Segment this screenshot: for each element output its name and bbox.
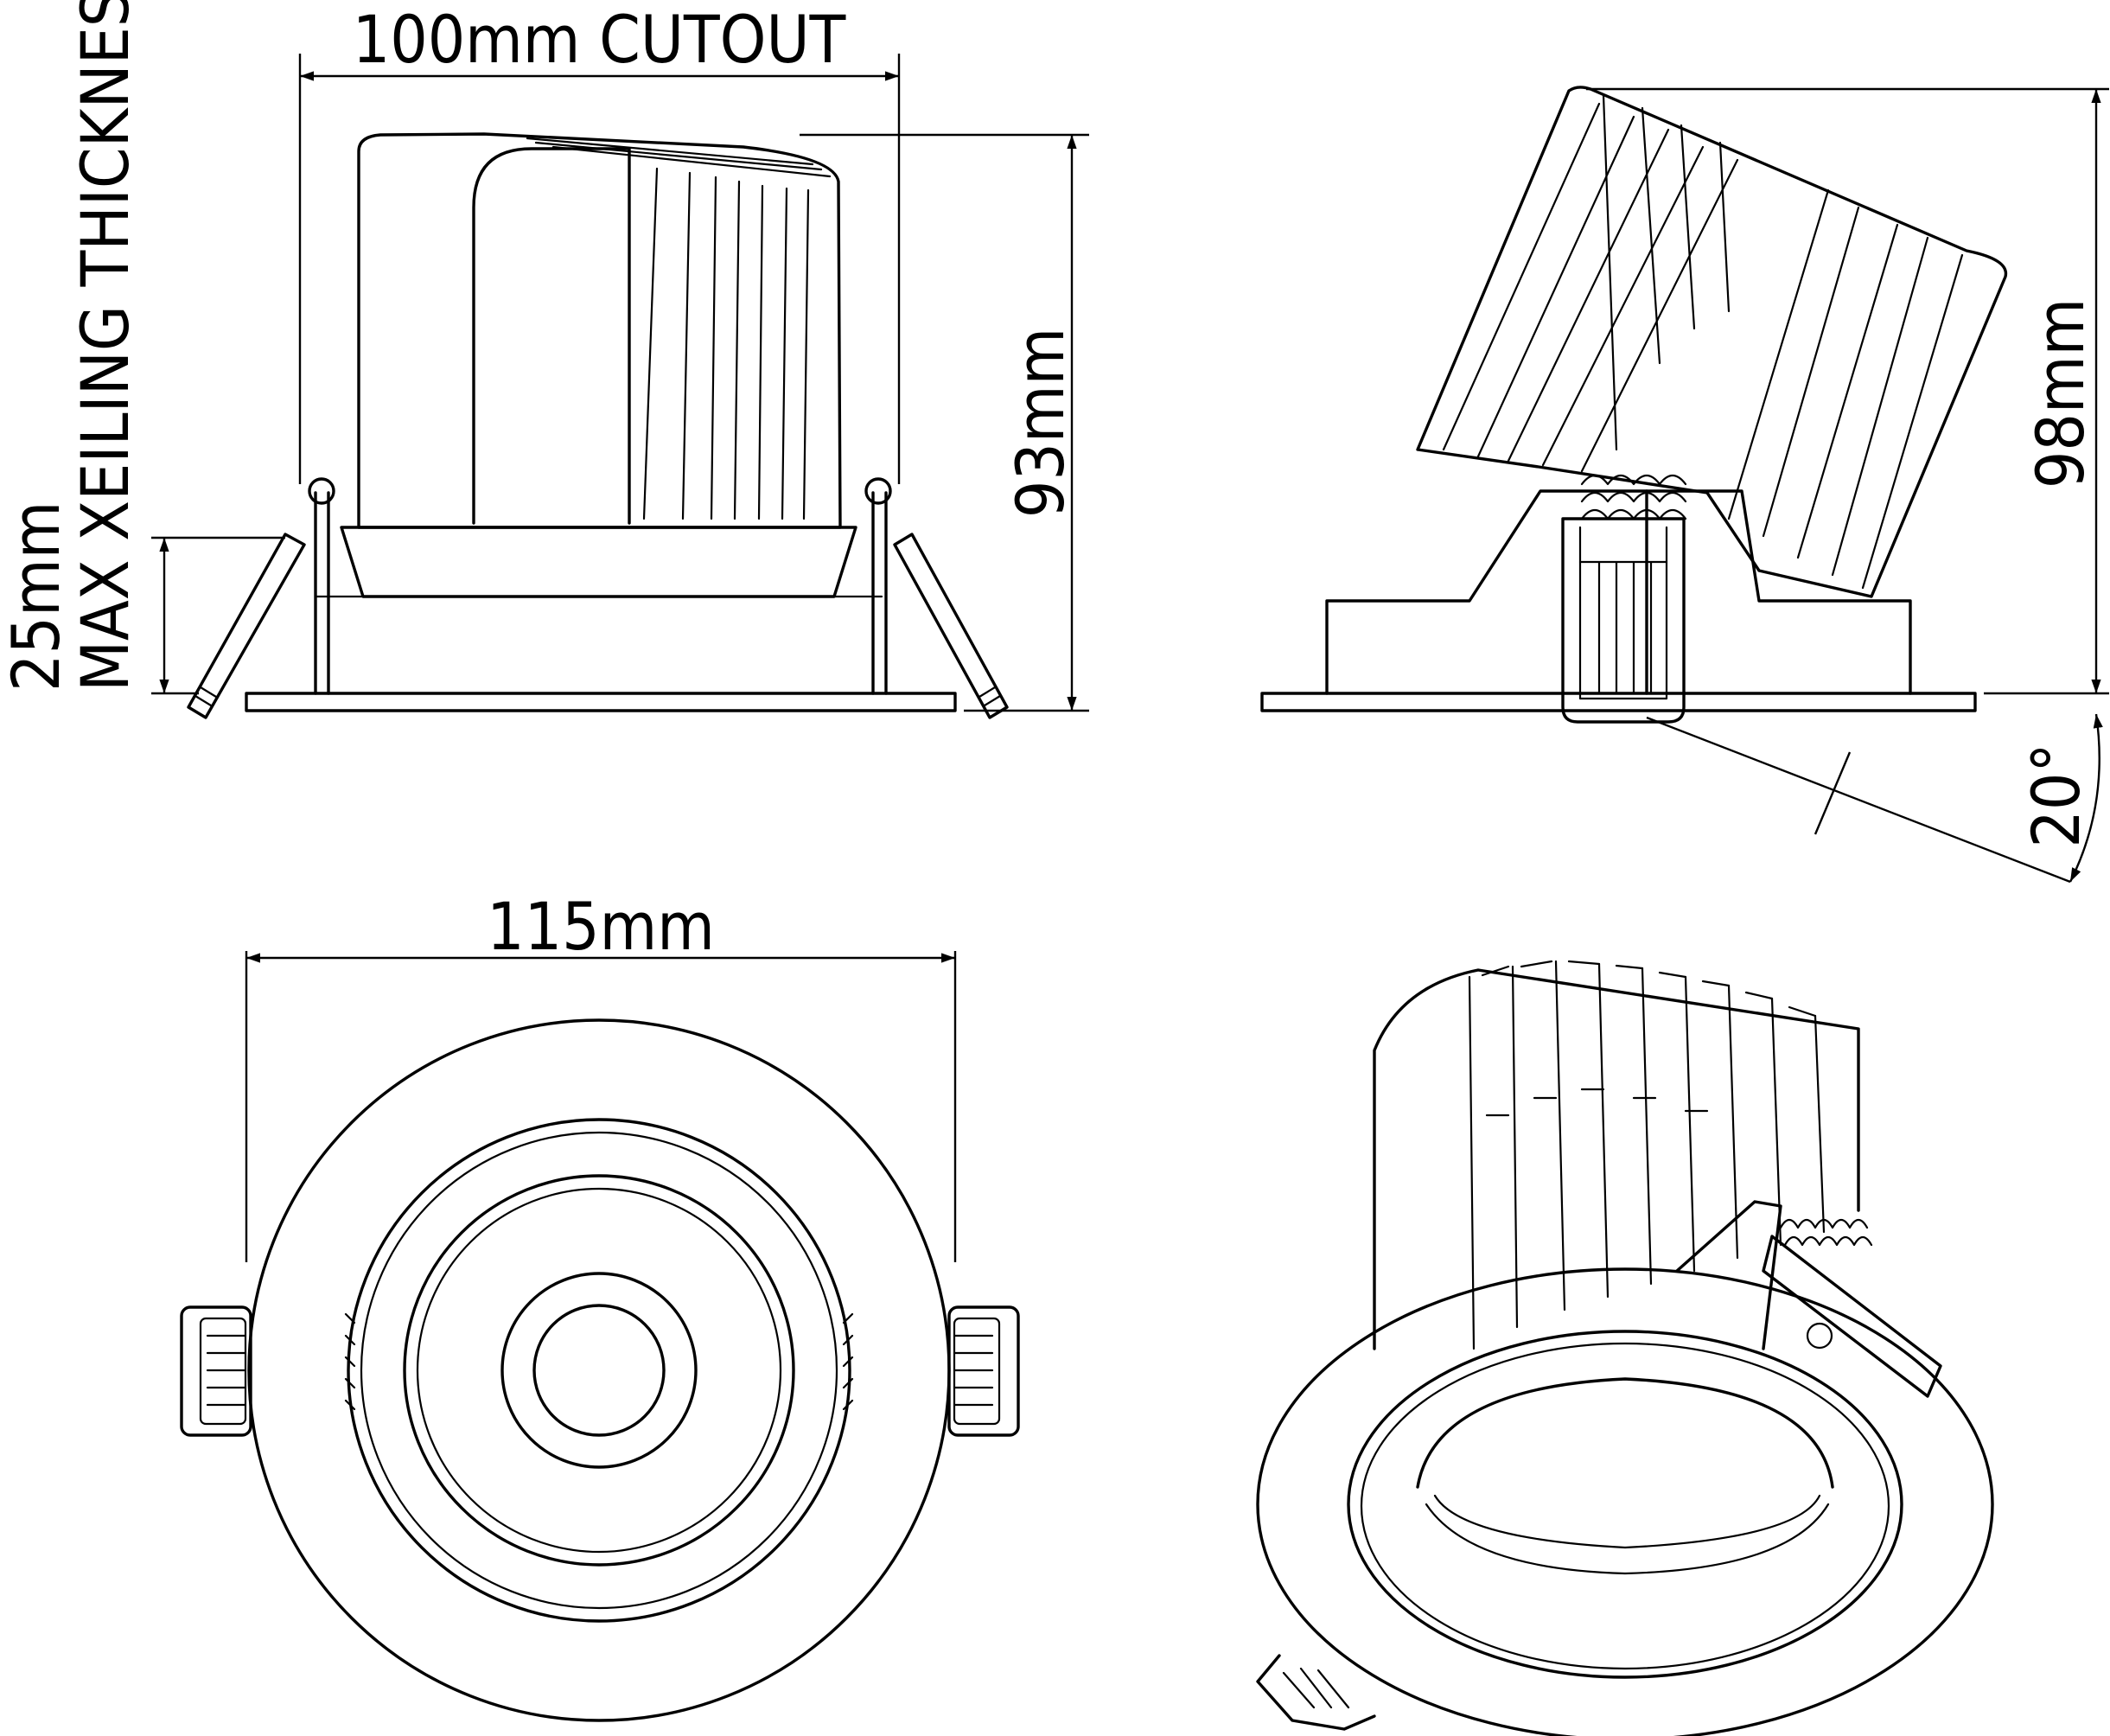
- tilt-angle-dimension: 20°: [1646, 713, 2103, 884]
- outer-trim-ring: [247, 1018, 951, 1722]
- front-view: [187, 132, 1009, 719]
- perspective-trim: [1256, 1267, 1994, 1736]
- spring-clip-left: [187, 477, 335, 719]
- tab-left: [180, 1305, 252, 1437]
- tilted-bracket: [1561, 517, 1686, 724]
- heatsink-fins: [526, 137, 832, 520]
- diameter-dimension: 115mm: [245, 888, 957, 1262]
- diameter-label: 115mm: [487, 888, 715, 965]
- height-fixed-label: 93mm: [1002, 328, 1079, 518]
- lens: [532, 1304, 666, 1437]
- bottom-view: [180, 1018, 1020, 1722]
- perspective-bracket: [1675, 1200, 1942, 1398]
- perspective-fins: [1468, 960, 1826, 1350]
- height-tilted-label: 98mm: [2022, 298, 2099, 488]
- ceiling-thickness-dimension: 25mm MAX XEILING THICKNESS: [0, 0, 285, 695]
- cutout-dimension: 100mm CUTOUT: [298, 1, 901, 484]
- height-dimension-fixed: 93mm: [800, 133, 1089, 712]
- tilt-angle-label: 20°: [2018, 743, 2094, 847]
- height-dimension-tilted: 98mm: [1586, 87, 2109, 695]
- tab-right: [947, 1305, 1020, 1437]
- ceiling-thickness-label: 25mm MAX XEILING THICKNESS: [0, 0, 143, 692]
- cutout-label: 100mm CUTOUT: [353, 1, 847, 78]
- spring-clip-right: [864, 477, 1009, 719]
- perspective-clip: [1256, 1654, 1376, 1731]
- tilted-side-view: [1260, 86, 2008, 724]
- tilted-heatsink-fins: [1442, 93, 1964, 590]
- perspective-view: [1256, 960, 1994, 1736]
